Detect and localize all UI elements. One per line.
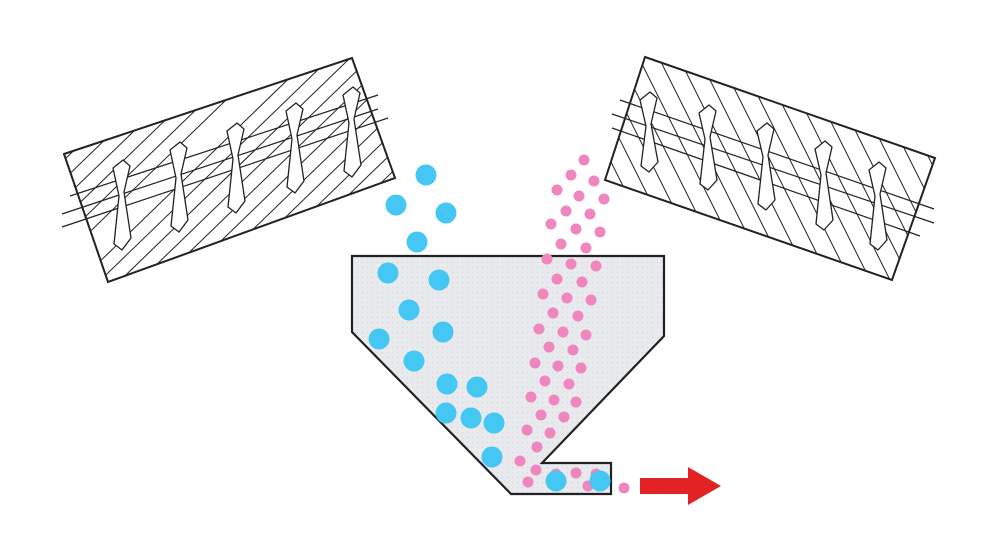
arrow-right-icon	[640, 467, 721, 505]
screw-flight	[285, 102, 305, 194]
screw-flight	[868, 161, 888, 251]
material-a-stream	[368, 164, 611, 492]
left-shaft	[61, 94, 389, 228]
right-feeder-casing	[603, 55, 937, 282]
screw-flight	[169, 141, 189, 233]
screw-flight	[226, 122, 246, 214]
mixing-hopper	[350, 254, 666, 496]
left-feeder-casing	[62, 56, 397, 284]
screw-flight	[756, 122, 776, 211]
left-flights	[112, 86, 362, 251]
screw-flight	[698, 104, 718, 191]
material-b-stream	[514, 154, 630, 494]
screw-flight	[342, 86, 362, 178]
screw-flight	[639, 91, 659, 173]
right-screw-feeder	[603, 55, 937, 282]
material-b-exit-granule	[618, 482, 630, 494]
right-flights	[639, 91, 888, 251]
screw-flight	[112, 159, 132, 251]
screw-flight	[814, 140, 834, 231]
